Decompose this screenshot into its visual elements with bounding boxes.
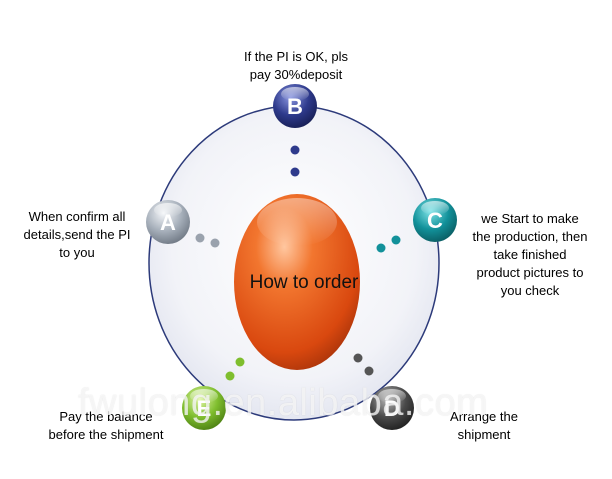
connector-dots-a [195, 233, 220, 248]
step-letter-c: C [427, 208, 443, 233]
center-sphere: How to order [234, 194, 360, 370]
step-label-e: Pay the balance before the shipment [48, 409, 164, 442]
step-node-b: B [273, 84, 317, 128]
connector-dots-c [376, 235, 401, 253]
step-letter-b: B [287, 94, 303, 119]
connector-dots-e [225, 357, 245, 381]
connector-dots-d [353, 353, 374, 376]
step-label-d: Arrange the shipment [450, 409, 518, 442]
center-label: How to order [250, 272, 359, 293]
step-letter-e: E [197, 396, 212, 421]
step-letter-a: A [160, 210, 176, 235]
step-node-e: E [182, 386, 226, 430]
step-node-c: C [413, 198, 457, 242]
step-node-a: A [146, 200, 190, 244]
step-node-d: D [370, 386, 414, 430]
watermark: fwulong.en.alibaba.com [78, 382, 489, 424]
step-letter-d: D [384, 396, 400, 421]
step-label-a: When confirm all details,send the PI to … [23, 209, 131, 260]
step-label-c: we Start to make the production, then ta… [472, 211, 588, 298]
connector-dots-b [290, 145, 300, 177]
step-label-b: If the PI is OK, pls pay 30%deposit [243, 49, 349, 82]
